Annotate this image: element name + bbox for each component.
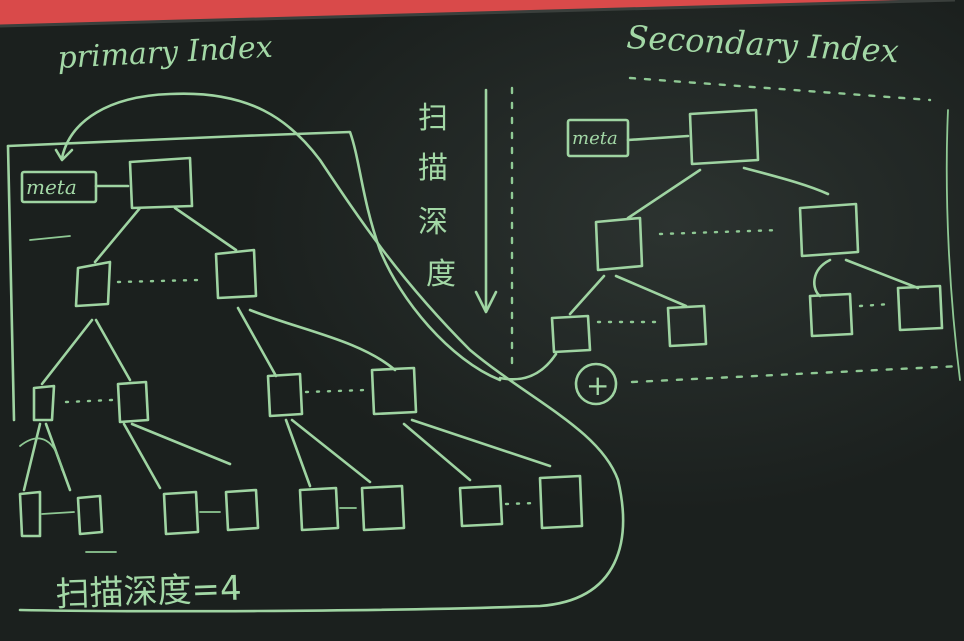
secondary-note-char-3: 深 (418, 205, 448, 240)
secondary-note-char-2: 描 (418, 151, 448, 186)
primary-root-node (128, 156, 194, 210)
secondary-l3-node-1 (550, 314, 592, 354)
secondary-l3-node-3 (808, 292, 854, 338)
primary-leaf-6 (360, 484, 406, 532)
secondary-l3-node-2 (666, 304, 708, 348)
secondary-meta-box (566, 118, 630, 158)
primary-l3-node-2 (116, 380, 150, 424)
primary-l3-node-1 (32, 384, 56, 422)
secondary-l2-node-left (594, 216, 644, 272)
primary-l2-node-right (214, 248, 258, 300)
plus-mark: + (586, 369, 609, 402)
primary-leaf-2 (76, 494, 104, 536)
primary-depth-note: 扫描深度=4 (55, 569, 242, 615)
primary-leaf-3 (162, 490, 200, 536)
primary-leaf-1 (18, 490, 42, 538)
secondary-meta-label: meta (572, 128, 618, 149)
primary-leaf-4 (224, 488, 260, 532)
secondary-l2-node-right (798, 202, 860, 258)
secondary-l3-node-4 (896, 284, 944, 332)
plus-circle (574, 362, 618, 406)
primary-l3-node-4 (370, 366, 418, 416)
primary-meta-label: meta (26, 175, 77, 199)
primary-leaf-8 (538, 474, 584, 530)
secondary-note-char-1: 扫 (418, 101, 448, 136)
secondary-root-node (688, 108, 760, 166)
primary-leaf-5 (298, 486, 340, 532)
primary-l3-node-3 (266, 372, 304, 418)
board-top-edge (0, 0, 956, 28)
primary-l2-node-left (74, 260, 112, 308)
secondary-note-char-4: 度 (426, 257, 456, 292)
primary-leaf-7 (458, 484, 504, 528)
